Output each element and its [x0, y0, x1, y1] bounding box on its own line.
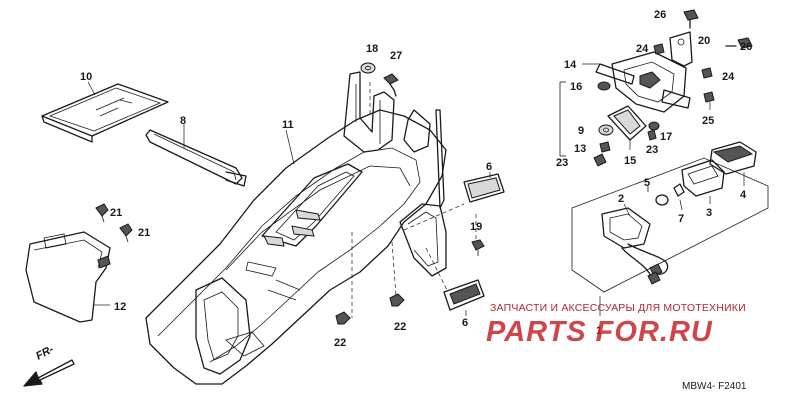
label-25: 25	[702, 115, 714, 127]
part-12-bracket	[25, 231, 111, 323]
part-11-rear-fender	[145, 71, 447, 385]
label-24a: 24	[636, 43, 649, 55]
label-10: 10	[80, 71, 92, 83]
part-23-nut-b	[647, 129, 657, 141]
part-5-bulb	[647, 186, 669, 206]
label-3: 3	[706, 207, 712, 219]
label-13: 13	[574, 143, 586, 155]
part-18-washer	[360, 62, 376, 74]
label-21b: 21	[138, 227, 150, 239]
label-4: 4	[740, 189, 747, 201]
label-20: 20	[698, 35, 710, 47]
watermark-logo: PARTS FOR.RU	[486, 316, 713, 348]
label-18: 18	[366, 43, 378, 55]
label-6b: 6	[462, 317, 468, 329]
label-16: 16	[570, 81, 582, 93]
label-22b: 22	[394, 321, 406, 333]
part-25-screw	[703, 91, 715, 103]
part-22-nut-a	[335, 311, 351, 325]
label-19: 19	[470, 221, 482, 233]
front-direction-arrow	[23, 359, 75, 387]
label-26b: 26	[740, 41, 752, 53]
part-9-washer	[598, 124, 614, 136]
part-8-strap	[145, 129, 247, 187]
part-22-nut-b	[389, 293, 405, 307]
label-23a: 23	[646, 144, 658, 156]
part-19-screw	[471, 239, 485, 256]
part-26-bolt-b	[725, 37, 753, 49]
label-8: 8	[180, 115, 186, 127]
part-23-nut-a	[593, 153, 607, 167]
label-22a: 22	[334, 337, 346, 349]
label-12: 12	[114, 301, 126, 313]
part-14-light-housing	[595, 51, 691, 113]
part-20-bracket	[669, 31, 693, 67]
label-27: 27	[390, 50, 402, 62]
part-2-socket-harness	[601, 207, 669, 285]
label-7: 7	[678, 213, 684, 225]
part-21-clip-b	[119, 223, 133, 243]
part-26-bolt-a	[683, 9, 699, 29]
watermark-tagline: ЗАПЧАСТИ И АКСЕССУАРЫ ДЛЯ МОТОТЕХНИКИ	[490, 302, 746, 314]
part-17-cap	[648, 121, 660, 131]
label-14: 14	[564, 59, 577, 71]
part-15-lens	[607, 105, 647, 141]
label-2: 2	[618, 193, 624, 205]
part-6-reflector-upper	[463, 173, 505, 203]
label-15: 15	[624, 155, 636, 167]
diagram-code: MBW4- F2401	[682, 381, 747, 392]
assembly-guide-lines	[351, 82, 477, 318]
part-24-nut-b	[701, 67, 713, 79]
part-13-bolt	[599, 141, 611, 153]
label-6a: 6	[486, 161, 492, 173]
label-11: 11	[282, 119, 294, 131]
part-7-socket-pin	[673, 183, 685, 197]
label-17: 17	[660, 131, 672, 143]
label-26a: 26	[654, 9, 666, 21]
part-6-reflector-lower	[443, 279, 485, 311]
label-23b: 23	[556, 157, 568, 169]
part-3-socket	[681, 159, 725, 197]
label-24b: 24	[722, 71, 735, 83]
lamp-assembly-frame	[559, 81, 769, 316]
part-21-clip-a	[95, 203, 109, 223]
label-21a: 21	[110, 207, 122, 219]
part-4-lens-cover	[709, 141, 757, 175]
part-10-cover-panel	[41, 83, 169, 143]
label-5: 5	[644, 177, 650, 189]
part-27-bolt	[383, 73, 399, 97]
part-16-grommet	[597, 81, 611, 91]
part-labels: 10 8 11 18 27 21 21 12 6 19 6 22 22 14 1…	[80, 9, 752, 349]
part-24-nut-a	[653, 43, 665, 55]
label-1: 1	[596, 325, 602, 337]
label-9: 9	[578, 125, 584, 137]
